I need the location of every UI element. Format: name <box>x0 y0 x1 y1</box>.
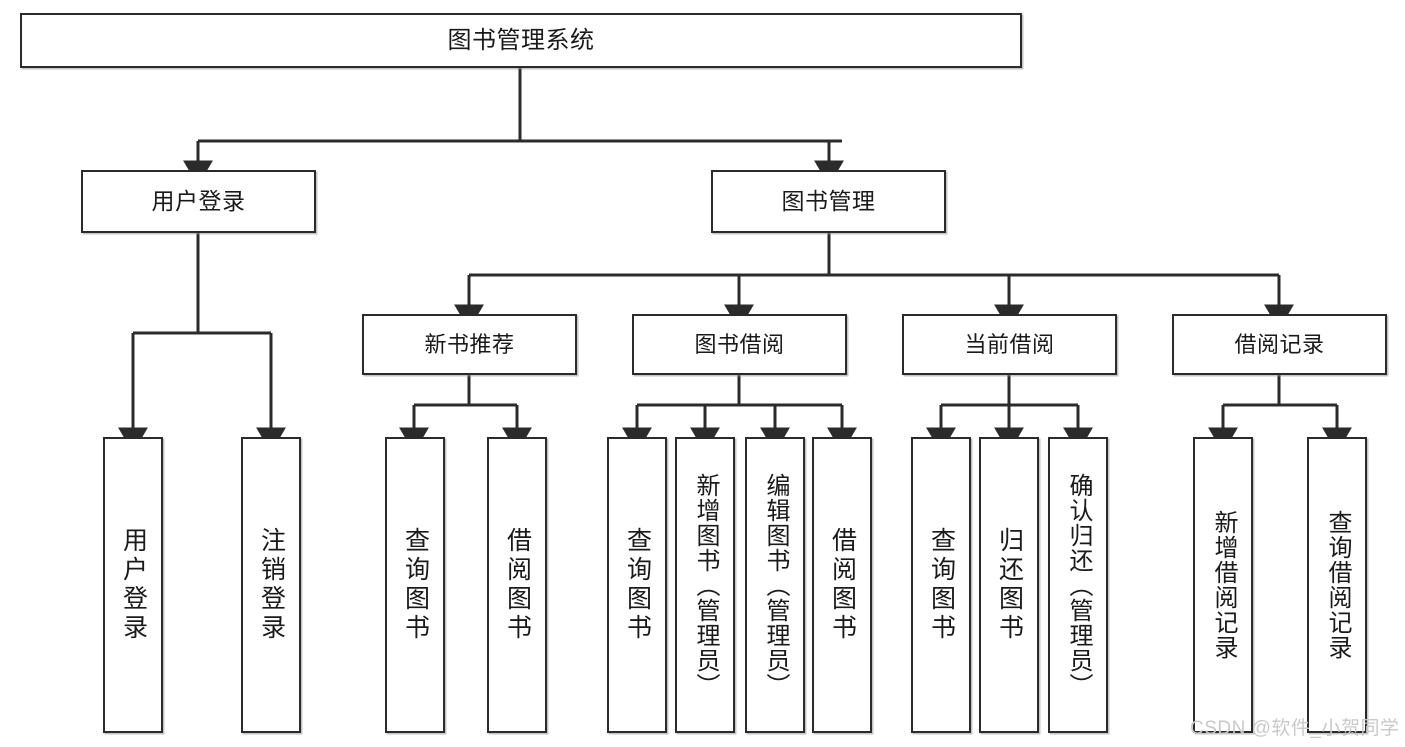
leaf-query-book-2[interactable]: 查询图书 <box>607 437 667 733</box>
node-label: 图书借阅 <box>694 331 785 357</box>
leaf-query-book-1[interactable]: 查询图书 <box>385 437 445 733</box>
leaf-logout-login[interactable]: 注销登录 <box>241 437 301 733</box>
node-label: 用户登录 <box>119 527 148 643</box>
node-label: 查询图书 <box>401 527 430 643</box>
node-label: 图书管理 <box>781 188 876 215</box>
leaf-add-borrow-record[interactable]: 新增借阅记录 <box>1193 437 1253 733</box>
node-label: 用户登录 <box>151 188 246 215</box>
node-new-book-recommend[interactable]: 新书推荐 <box>362 314 577 375</box>
node-label: 编辑图书（管理员） <box>762 472 789 698</box>
leaf-return-book[interactable]: 归还图书 <box>979 437 1039 733</box>
leaf-borrow-book-2[interactable]: 借阅图书 <box>812 437 872 733</box>
node-label: 查询借阅记录 <box>1324 510 1351 660</box>
node-user-login[interactable]: 用户登录 <box>81 170 316 233</box>
leaf-borrow-book-1[interactable]: 借阅图书 <box>487 437 547 733</box>
leaf-confirm-return-admin[interactable]: 确认归还（管理员） <box>1048 437 1108 733</box>
node-label: 新增借阅记录 <box>1210 510 1237 660</box>
node-book-borrow[interactable]: 图书借阅 <box>632 314 847 375</box>
leaf-add-book-admin[interactable]: 新增图书（管理员） <box>675 437 735 733</box>
leaf-query-borrow-record[interactable]: 查询借阅记录 <box>1307 437 1367 733</box>
node-label: 新书推荐 <box>424 331 515 357</box>
node-label: 归还图书 <box>995 527 1024 643</box>
node-label: 借阅图书 <box>828 527 857 643</box>
node-label: 借阅图书 <box>503 527 532 643</box>
leaf-query-book-3[interactable]: 查询图书 <box>911 437 971 733</box>
node-label: 图书管理系统 <box>447 26 595 54</box>
node-borrow-record[interactable]: 借阅记录 <box>1172 314 1387 375</box>
node-current-borrow[interactable]: 当前借阅 <box>902 314 1117 375</box>
node-label: 借阅记录 <box>1234 331 1325 357</box>
node-label: 确认归还（管理员） <box>1065 472 1092 698</box>
node-book-management[interactable]: 图书管理 <box>711 170 946 233</box>
node-book-management-system[interactable]: 图书管理系统 <box>20 13 1022 68</box>
node-label: 查询图书 <box>927 527 956 643</box>
node-label: 当前借阅 <box>964 331 1055 357</box>
node-label: 新增图书（管理员） <box>692 472 719 698</box>
node-label: 注销登录 <box>257 527 286 643</box>
leaf-edit-book-admin[interactable]: 编辑图书（管理员） <box>745 437 805 733</box>
node-label: 查询图书 <box>623 527 652 643</box>
leaf-user-login[interactable]: 用户登录 <box>103 437 163 733</box>
